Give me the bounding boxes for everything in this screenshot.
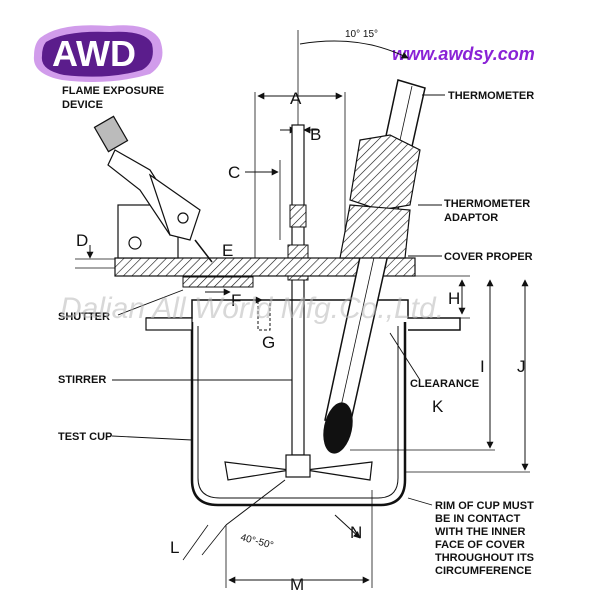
shutter-label: SHUTTER — [58, 311, 110, 323]
logo-text: AWD — [52, 33, 136, 74]
flame-device-label-1: FLAME EXPOSURE — [62, 85, 164, 97]
rim-note-6: CIRCUMFERENCE — [435, 565, 532, 577]
flame-exposure-device — [93, 115, 213, 263]
label-h: H — [448, 289, 460, 308]
awd-logo: AWD — [33, 25, 163, 82]
dimension-l: L — [170, 524, 227, 561]
rim-note-1: RIM OF CUP MUST — [435, 500, 534, 512]
label-a: A — [290, 89, 302, 108]
test-cup-label: TEST CUP — [58, 431, 112, 443]
label-n: N — [350, 523, 362, 542]
website-url[interactable]: www.awdsy.com — [392, 44, 535, 64]
dimension-m: M — [225, 490, 373, 594]
label-g: G — [262, 333, 275, 352]
rim-note-5: THROUGHOUT ITS — [435, 552, 534, 564]
dimension-f: F — [205, 288, 241, 310]
cover-proper-label: COVER PROPER — [444, 251, 533, 263]
label-d: D — [76, 231, 88, 250]
label-k: K — [432, 397, 444, 416]
label-f: F — [231, 291, 241, 310]
clearance-label: CLEARANCE — [410, 378, 479, 390]
label-j: J — [517, 357, 526, 376]
dimension-a: A — [254, 89, 346, 275]
dimension-n: N — [334, 514, 362, 542]
thermometer-adaptor — [339, 134, 421, 259]
label-b: B — [310, 125, 321, 144]
dimension-d: D — [75, 231, 115, 269]
rim-note-2: BE IN CONTACT — [435, 513, 521, 525]
stirrer-label: STIRRER — [58, 374, 106, 386]
dimension-h: H — [408, 275, 470, 319]
stirrer-shaft — [287, 124, 309, 456]
rim-note: RIM OF CUP MUST BE IN CONTACT WITH THE I… — [435, 500, 534, 577]
test-cup — [145, 299, 461, 507]
label-i: I — [480, 357, 485, 376]
dimension-i: I — [350, 279, 495, 451]
stirrer-blade — [224, 454, 373, 526]
adaptor-label-2: ADAPTOR — [444, 212, 498, 224]
thermometer-label: THERMOMETER — [448, 90, 534, 102]
watermark: Dalian All World Mfg.Co.,Ltd. — [60, 292, 444, 325]
blade-angle-label: 40°-50° — [239, 532, 274, 551]
rim-note-4: FACE OF COVER — [435, 539, 525, 551]
dimension-j: J — [405, 279, 530, 473]
label-m: M — [290, 575, 304, 594]
cover-plate — [114, 204, 416, 277]
label-c: C — [228, 163, 240, 182]
flame-device-label-2: DEVICE — [62, 99, 103, 111]
leader-lines — [111, 94, 445, 506]
label-e: E — [222, 241, 233, 260]
dimension-c: C — [228, 160, 281, 240]
adaptor-label-1: THERMOMETER — [444, 198, 530, 210]
thermometer-angle-label: 10° 15° — [345, 29, 378, 40]
label-l: L — [170, 538, 179, 557]
rim-note-3: WITH THE INNER — [435, 526, 525, 538]
